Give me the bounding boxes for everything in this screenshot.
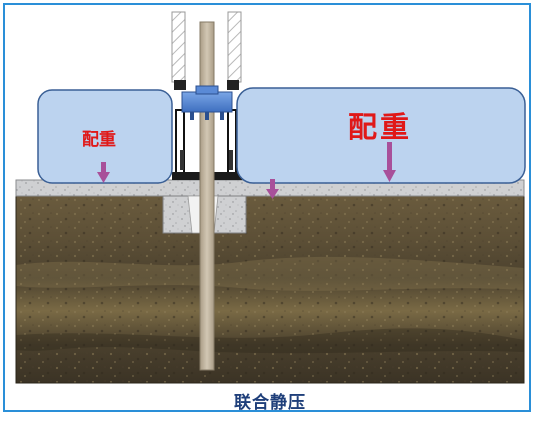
force-arrow	[266, 179, 279, 199]
force-arrow	[383, 142, 396, 182]
diagram-caption: 联合静压	[234, 393, 306, 413]
force-arrow	[97, 162, 110, 183]
soil-layer	[15, 192, 525, 384]
counterweight-label-small: 配重	[82, 130, 116, 150]
pile	[199, 21, 215, 371]
counterweight-small-block	[37, 89, 173, 184]
pile-clamp	[181, 85, 233, 120]
counterweight-large-block	[236, 87, 526, 184]
counterweight-label-large: 配重	[348, 110, 413, 144]
